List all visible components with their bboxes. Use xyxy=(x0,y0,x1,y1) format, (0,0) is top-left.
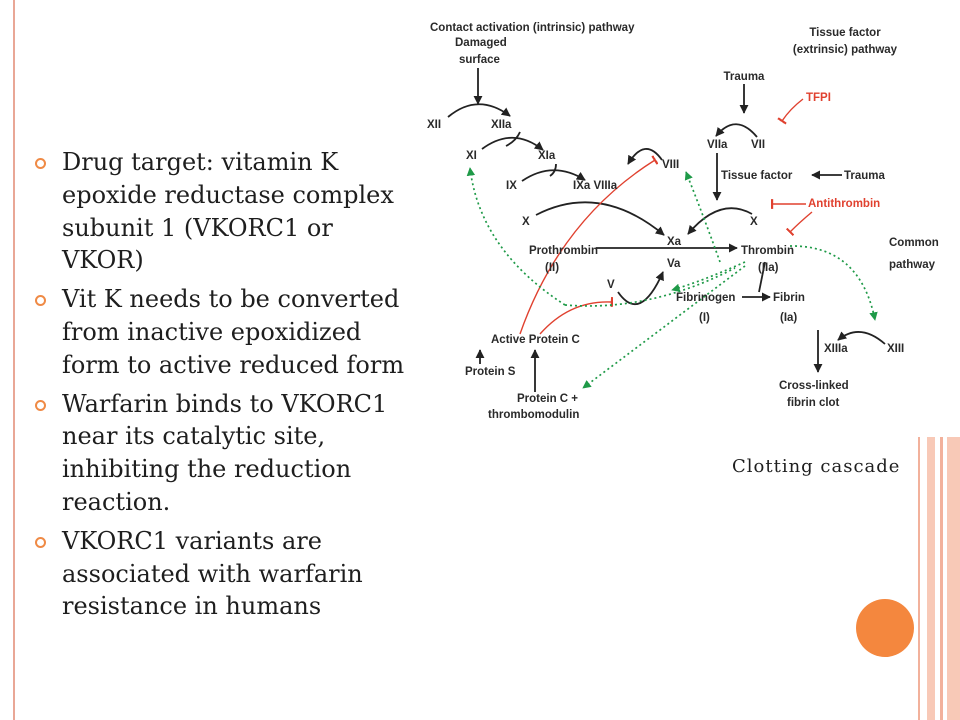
stripe xyxy=(940,437,943,720)
thrombin-to-xiii-feedback xyxy=(789,245,878,321)
label-viia: VIIa xyxy=(707,139,728,151)
thrombin-to-protein-c-feedback xyxy=(582,265,746,389)
label-tissue-factor: Tissue factor xyxy=(721,170,793,182)
protein-c-inhibits-viii-line xyxy=(519,160,655,335)
bullet-line: Vit K needs to be converted xyxy=(62,285,400,314)
label-x-left: X xyxy=(522,216,530,228)
bullet-line: Drug target: vitamin K xyxy=(62,148,339,176)
label-cross-linked: Cross-linked xyxy=(779,380,849,392)
label-ix: IX xyxy=(506,180,517,192)
intrinsic-pathway-title: Contact activation (intrinsic) pathway xyxy=(430,22,635,34)
antithrombin-inhibits-thrombin-line xyxy=(790,211,813,232)
decorative-orange-circle xyxy=(856,599,914,657)
label-vii: VII xyxy=(751,139,765,151)
label-protein-s: Protein S xyxy=(465,366,516,378)
bullet-line: epoxide reductase complex xyxy=(62,180,394,209)
label-trauma-top: Trauma xyxy=(724,71,766,83)
bullet-line: Warfarin binds to VKORC1 xyxy=(62,389,388,418)
label-xi: XI xyxy=(466,150,477,162)
thrombin-to-xi-feedback xyxy=(466,167,566,306)
bullet-line: subunit 1 (VKORC1 or xyxy=(62,213,333,242)
label-common-pathway: pathway xyxy=(889,259,936,271)
label-v: V xyxy=(607,279,615,291)
label-protein-c-plus: Protein C + xyxy=(517,393,578,405)
vii-to-viia-arrow xyxy=(715,123,758,138)
bullet-line: reaction. xyxy=(62,487,171,516)
thrombin-to-viii-feedback xyxy=(684,171,721,263)
stripe xyxy=(918,437,920,720)
label-surface: surface xyxy=(459,54,500,66)
bullet-line: resistance in humans xyxy=(62,592,322,621)
bullet-line: inhibiting the reduction xyxy=(62,455,352,484)
xa-va-to-v-feedback xyxy=(564,267,736,307)
label-va: Va xyxy=(667,258,681,270)
bullet-vkorc1-variants: VKORC1 variants are associated with warf… xyxy=(35,525,404,623)
diagram-caption: Clotting cascade xyxy=(732,456,901,477)
bullet-warfarin-binding: Warfarin binds to VKORC1 near its cataly… xyxy=(35,388,404,519)
bullet-drug-target: Drug target: vitamin K epoxide reductase… xyxy=(35,146,404,277)
label-thrombin: Thrombin xyxy=(741,245,794,257)
label-active-protein-c: Active Protein C xyxy=(491,334,580,346)
stripe xyxy=(927,437,935,720)
label-common: Common xyxy=(889,237,939,249)
bullet-circle-icon xyxy=(35,158,46,169)
label-prothrombin: Prothrombin xyxy=(529,245,598,257)
bullet-vitamin-k-conversion: Vit K needs to be converted from inactiv… xyxy=(35,283,405,381)
label-i: (I) xyxy=(699,312,710,324)
tfpi-inhibition-line xyxy=(782,98,804,121)
label-antithrombin: Antithrombin xyxy=(808,198,880,210)
bullet-circle-icon xyxy=(35,536,46,548)
bullet-line: from inactive epoxidized xyxy=(62,317,362,346)
label-thrombomodulin: thrombomodulin xyxy=(488,409,579,421)
label-xiiia: XIIIa xyxy=(824,343,848,355)
label-fibrin: Fibrin xyxy=(773,292,805,304)
label-trauma-right: Trauma xyxy=(844,170,886,182)
protein-c-inhibits-v-line xyxy=(539,302,612,335)
label-xa: Xa xyxy=(667,236,682,248)
label-xia: XIa xyxy=(538,150,556,162)
thrombin-catalysis-arrow xyxy=(758,261,766,293)
bullet-line: associated with warfarin xyxy=(62,559,363,588)
xii-to-xiia-arrow xyxy=(447,103,511,118)
clotting-cascade-diagram: Contact activation (intrinsic) pathway D… xyxy=(427,22,939,421)
xi-to-xia-arrow xyxy=(481,136,544,151)
stripe xyxy=(947,437,960,720)
label-fibrin-clot: fibrin clot xyxy=(787,397,840,409)
viii-to-viiia-arrow xyxy=(627,148,663,165)
label-iia: (IIa) xyxy=(758,262,779,274)
bullet-line: VKORC1 variants are xyxy=(62,526,322,555)
label-ii: (II) xyxy=(545,262,559,274)
label-tfpi: TFPI xyxy=(806,92,831,104)
bullet-line: near its catalytic site, xyxy=(62,422,326,451)
bullet-circle-icon xyxy=(35,295,46,307)
bullet-line: form to active reduced form xyxy=(62,350,405,379)
label-viii: VIII xyxy=(662,159,679,171)
label-damaged: Damaged xyxy=(455,37,507,49)
x-to-xa-extrinsic-arrow xyxy=(687,207,753,235)
label-ia: (Ia) xyxy=(780,312,797,324)
label-xiii: XIII xyxy=(887,343,904,355)
ix-to-ixa-arrow xyxy=(521,169,586,182)
bullet-line: VKOR) xyxy=(62,246,144,275)
label-ixa-viiia: IXa VIIIa xyxy=(573,180,618,192)
bullet-circle-icon xyxy=(35,399,46,411)
thrombin-to-v-feedback xyxy=(671,261,746,292)
v-to-va-arrow xyxy=(617,271,664,305)
xiia-catalysis-arrow xyxy=(505,131,521,147)
left-border-rule xyxy=(13,0,15,720)
label-x-right: X xyxy=(750,216,758,228)
extrinsic-pathway-subtitle: (extrinsic) pathway xyxy=(793,44,898,56)
xiii-to-xiiia-arrow xyxy=(837,331,886,345)
bullet-list: Drug target: vitamin K epoxide reductase… xyxy=(35,146,405,629)
label-xii: XII xyxy=(427,119,441,131)
label-fibrinogen: Fibrinogen xyxy=(676,292,735,304)
label-xiia: XIIa xyxy=(491,119,512,131)
x-to-xa-intrinsic-arrow xyxy=(535,201,665,236)
extrinsic-pathway-title: Tissue factor xyxy=(809,27,881,39)
